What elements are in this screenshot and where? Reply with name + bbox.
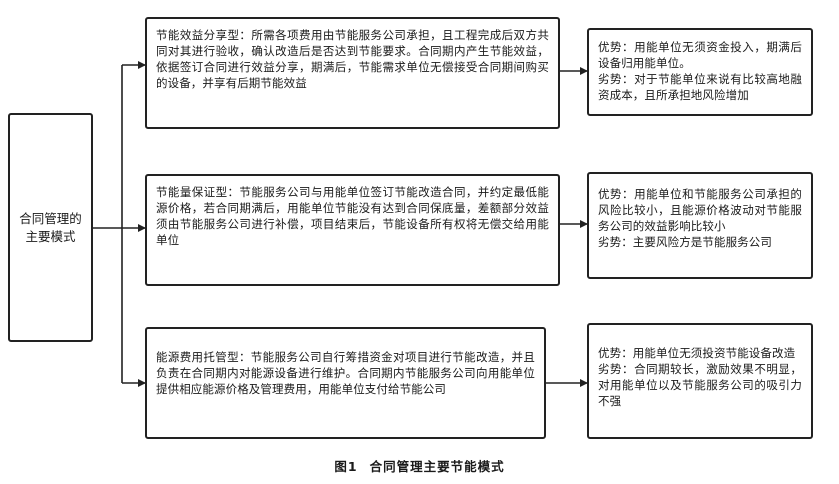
disadvantage-text: 劣势：主要风险方是节能服务公司 <box>598 235 772 249</box>
evaluation-box-energy-cost-trusteeship: 优势：用能单位无须投资节能设备改造 劣势：合同期较长，激励效果不明显，对用能单位… <box>587 323 813 439</box>
root-node: 合同管理的主要模式 <box>8 113 93 342</box>
model-box-energy-cost-trusteeship: 能源费用托管型：节能服务公司自行筹措资金对项目进行节能改造，并且负责在合同期内对… <box>145 327 546 439</box>
model-description: 节能效益分享型：所需各项费用由节能服务公司承担，且工程完成后双方共同对其进行验收… <box>156 28 549 90</box>
figure-number: 图1 <box>334 459 358 474</box>
figure-title: 合同管理主要节能模式 <box>369 459 505 474</box>
model-box-savings-guarantee: 节能量保证型：节能服务公司与用能单位签订节能改造合同，并约定最低能源价格，若合同… <box>145 174 560 286</box>
advantage-text: 优势：用能单位和节能服务公司承担的风险比较小，且能源价格波动对节能服务公司的效益… <box>598 187 802 233</box>
disadvantage-text: 劣势：合同期较长，激励效果不明显，对用能单位以及节能服务公司的吸引力不强 <box>598 362 802 408</box>
model-description: 能源费用托管型：节能服务公司自行筹措资金对项目进行节能改造，并且负责在合同期内对… <box>156 350 535 396</box>
root-label: 合同管理的主要模式 <box>19 210 82 244</box>
model-description: 节能量保证型：节能服务公司与用能单位签订节能改造合同，并约定最低能源价格，若合同… <box>156 185 549 247</box>
model-box-profit-sharing: 节能效益分享型：所需各项费用由节能服务公司承担，且工程完成后双方共同对其进行验收… <box>145 17 560 129</box>
figure-caption: 图1 合同管理主要节能模式 <box>0 456 839 475</box>
disadvantage-text: 劣势：对于节能单位来说有比较高地融资成本，且所承担地风险增加 <box>598 72 802 102</box>
advantage-text: 优势：用能单位无须投资节能设备改造 <box>598 346 796 360</box>
evaluation-box-profit-sharing: 优势：用能单位无须资金投入，期满后设备归用能单位。 劣势：对于节能单位来说有比较… <box>587 28 813 116</box>
advantage-text: 优势：用能单位无须资金投入，期满后设备归用能单位。 <box>598 40 802 70</box>
evaluation-box-savings-guarantee: 优势：用能单位和节能服务公司承担的风险比较小，且能源价格波动对节能服务公司的效益… <box>587 172 813 279</box>
